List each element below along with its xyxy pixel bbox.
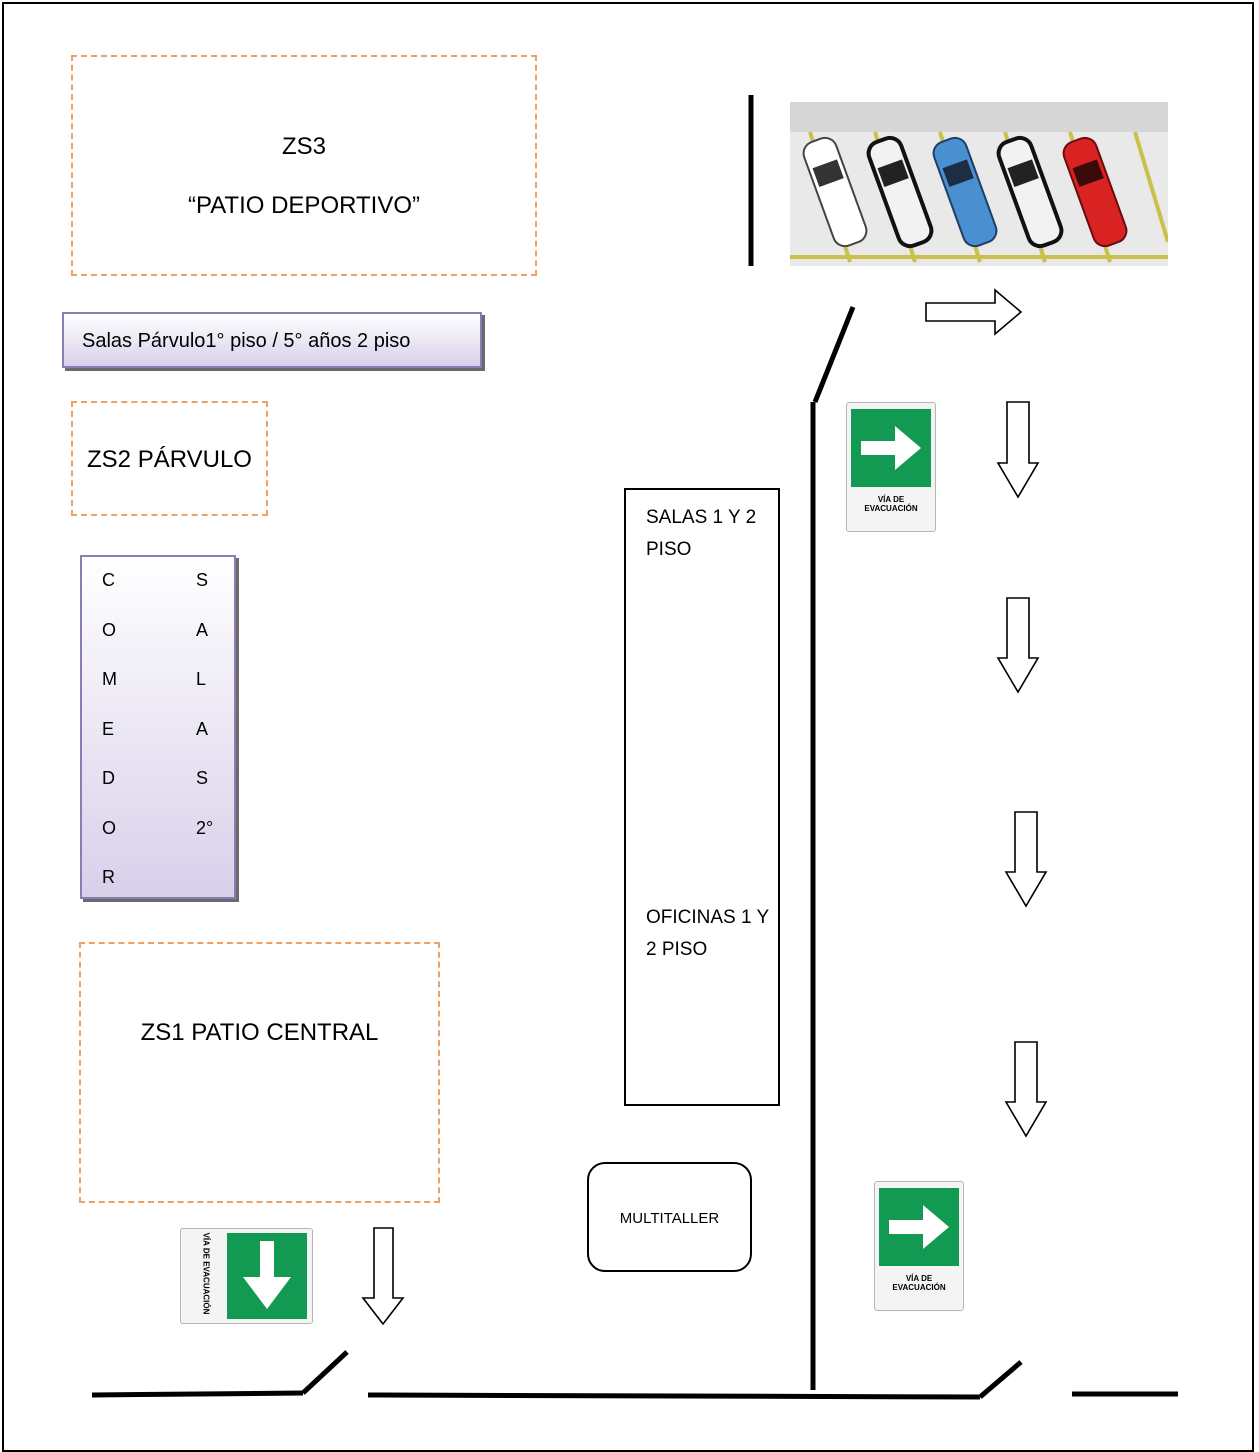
zone-zs1-label: ZS1 PATIO CENTRAL xyxy=(140,1019,379,1046)
arrow-down-icon xyxy=(243,1241,291,1309)
comedor-letter: R xyxy=(102,867,115,887)
comedor-salas-block: C O M E D O R S A L A S 2° xyxy=(80,555,236,899)
comedor-letter: M xyxy=(102,669,117,689)
salas-letter: A xyxy=(196,620,209,640)
multitaller-room: MULTITALLER xyxy=(587,1162,752,1272)
salas-letter: L xyxy=(196,669,207,689)
arrow-down-icon xyxy=(996,597,1040,694)
building-bottom-label: OFICINAS 1 Y 2 PISO xyxy=(646,907,769,960)
comedor-letter: E xyxy=(102,719,115,739)
zone-zs3: ZS3 “PATIO DEPORTIVO” xyxy=(71,55,537,276)
arrow-down-icon xyxy=(1004,1041,1048,1138)
salas-letter: S xyxy=(196,768,209,788)
zone-zs3-title: ZS3 xyxy=(281,133,326,160)
comedor-letter: O xyxy=(102,818,117,838)
parking-lot-image xyxy=(790,102,1170,266)
parking-lot-graphic xyxy=(790,102,1170,266)
salas-letter: 2° xyxy=(196,818,214,838)
salas-parvulo-banner: Salas Párvulo1° piso / 5° años 2 piso xyxy=(62,312,482,368)
evacuation-sign-bottom: VÍA DE EVACUACIÓN xyxy=(874,1181,964,1311)
salas-letter: A xyxy=(196,719,209,739)
building-top-label: SALAS 1 Y 2 PISO xyxy=(646,507,757,560)
comedor-letter: D xyxy=(102,768,115,788)
arrow-right-icon xyxy=(925,288,1023,336)
evacuation-sign-top: VÍA DE EVACUACIÓN xyxy=(846,402,936,532)
arrow-down-icon xyxy=(996,401,1040,499)
comedor-letter: O xyxy=(102,620,117,640)
zone-zs3-subtitle: “PATIO DEPORTIVO” xyxy=(187,192,421,219)
zone-zs2: ZS2 PÁRVULO xyxy=(71,401,268,516)
arrow-down-icon xyxy=(361,1227,405,1326)
building-salas-oficinas: SALAS 1 Y 2 PISO OFICINAS 1 Y 2 PISO xyxy=(624,488,780,1106)
zone-zs2-label: ZS2 PÁRVULO xyxy=(87,446,252,473)
arrow-right-icon xyxy=(889,1205,949,1249)
comedor-letter: C xyxy=(102,570,115,590)
evacuation-sign-down: VÍA DE EVACUACIÓN xyxy=(180,1228,313,1324)
evacuation-sign-text: VÍA DE EVACUACIÓN xyxy=(892,1274,946,1292)
arrow-down-icon xyxy=(1004,811,1048,908)
salas-letter: S xyxy=(196,570,209,590)
evacuation-sign-text: VÍA DE EVACUACIÓN xyxy=(864,495,918,513)
zone-zs1: ZS1 PATIO CENTRAL xyxy=(79,942,440,1203)
arrow-right-icon xyxy=(861,426,921,470)
multitaller-label: MULTITALLER xyxy=(619,1210,720,1227)
salas-parvulo-label: Salas Párvulo1° piso / 5° años 2 piso xyxy=(82,330,411,352)
